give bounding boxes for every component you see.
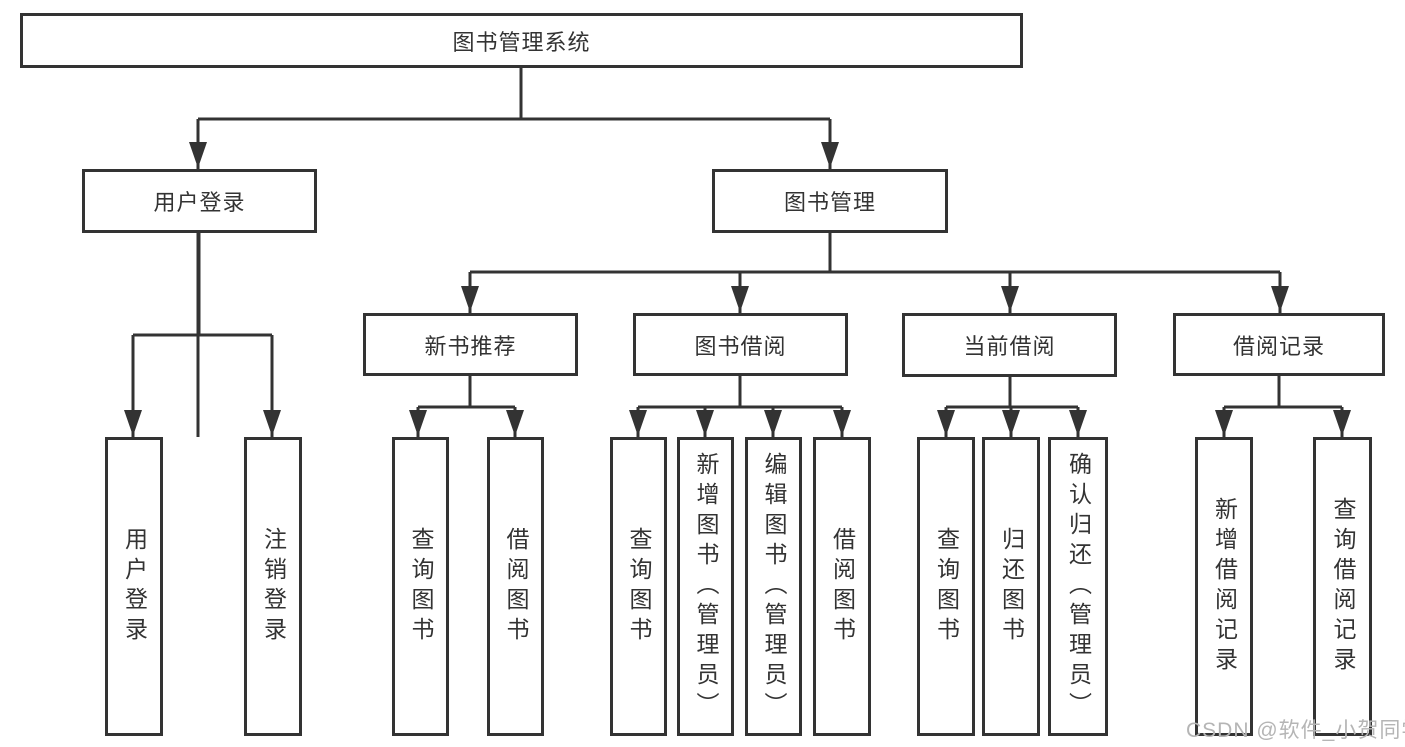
leaf-user-login: 用户登录 bbox=[105, 437, 163, 736]
arrowheads bbox=[124, 142, 1351, 436]
leaf-logout: 注销登录 bbox=[244, 437, 302, 736]
leaf-borrow-books: 借阅图书 bbox=[813, 437, 871, 736]
leaf-confirm-return-admin: 确认归还（管理员） bbox=[1048, 437, 1108, 736]
leaf-query-books-borrow-label: 查询图书 bbox=[626, 526, 652, 647]
node-book-management-label: 图书管理 bbox=[783, 190, 876, 215]
node-borrow-records-label: 借阅记录 bbox=[1232, 333, 1325, 359]
csdn-watermark: CSDN @软件_小贺同学 bbox=[1186, 719, 1405, 742]
node-book-borrow-label: 图书借阅 bbox=[694, 333, 787, 359]
node-book-borrow: 图书借阅 bbox=[633, 313, 848, 376]
connector-new-books bbox=[416, 376, 517, 437]
leaf-query-books-current: 查询图书 bbox=[917, 437, 975, 736]
leaf-return-books: 归还图书 bbox=[982, 437, 1040, 736]
node-borrow-records: 借阅记录 bbox=[1173, 313, 1385, 376]
leaf-borrow-books-recommend-label: 借阅图书 bbox=[503, 526, 529, 647]
leaf-query-borrow-record: 查询借阅记录 bbox=[1313, 437, 1372, 736]
leaf-borrow-books-label: 借阅图书 bbox=[829, 526, 856, 647]
node-user-login-label: 用户登录 bbox=[153, 190, 246, 215]
leaf-edit-books-admin: 编辑图书（管理员） bbox=[745, 437, 802, 736]
leaf-borrow-books-recommend: 借阅图书 bbox=[487, 437, 544, 736]
connector-user-login bbox=[131, 233, 274, 437]
leaf-query-books-recommend-label: 查询图书 bbox=[408, 526, 434, 647]
node-current-borrow: 当前借阅 bbox=[902, 313, 1117, 377]
connector-book-borrow bbox=[636, 376, 844, 437]
leaf-add-books-admin-label: 新增图书（管理员） bbox=[693, 451, 719, 722]
connector-book-management bbox=[468, 233, 1282, 313]
leaf-add-borrow-record: 新增借阅记录 bbox=[1195, 437, 1253, 736]
leaf-edit-books-admin-label: 编辑图书（管理员） bbox=[761, 451, 787, 722]
leaf-query-books-current-label: 查询图书 bbox=[933, 526, 960, 647]
connector-root bbox=[196, 68, 832, 437]
leaf-add-borrow-record-label: 新增借阅记录 bbox=[1211, 496, 1238, 677]
leaf-logout-label: 注销登录 bbox=[260, 526, 287, 647]
node-new-book-recommend: 新书推荐 bbox=[363, 313, 578, 376]
leaf-query-books-recommend: 查询图书 bbox=[392, 437, 449, 736]
node-user-login: 用户登录 bbox=[82, 169, 317, 233]
leaf-return-books-label: 归还图书 bbox=[998, 526, 1025, 647]
node-current-borrow-label: 当前借阅 bbox=[963, 334, 1056, 359]
leaf-user-login-label: 用户登录 bbox=[121, 526, 148, 647]
node-root: 图书管理系统 bbox=[20, 13, 1023, 68]
node-new-book-recommend-label: 新书推荐 bbox=[424, 333, 517, 359]
leaf-query-borrow-record-label: 查询借阅记录 bbox=[1330, 496, 1356, 677]
connector-borrow-records bbox=[1222, 376, 1344, 437]
leaf-query-books-borrow: 查询图书 bbox=[610, 437, 667, 736]
node-root-label: 图书管理系统 bbox=[452, 29, 591, 55]
leaf-confirm-return-admin-label: 确认归还（管理员） bbox=[1065, 451, 1092, 722]
leaf-add-books-admin: 新增图书（管理员） bbox=[677, 437, 734, 736]
node-book-management: 图书管理 bbox=[712, 169, 948, 233]
